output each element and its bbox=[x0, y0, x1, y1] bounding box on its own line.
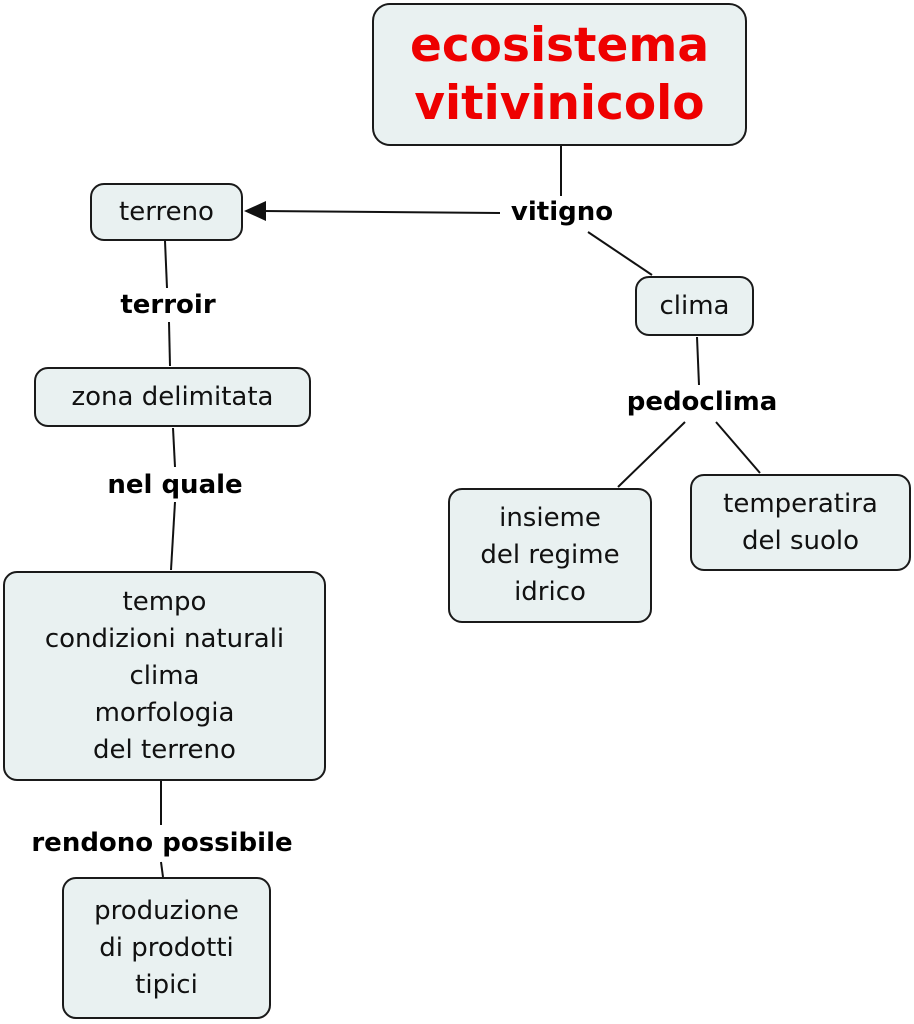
link-pedoclima-insieme bbox=[617, 421, 686, 488]
arrowhead-icon bbox=[244, 201, 266, 221]
link-terreno-terroir bbox=[164, 240, 168, 289]
node-temperatira-suolo[interactable]: temperatira del suolo bbox=[690, 474, 911, 571]
node-zona-delimitata[interactable]: zona delimitata bbox=[34, 367, 311, 427]
node-terreno[interactable]: terreno bbox=[90, 183, 243, 241]
node-clima[interactable]: clima bbox=[635, 276, 754, 336]
link-clima-pedoclima bbox=[696, 336, 700, 386]
link-zona-nelquale bbox=[172, 427, 176, 468]
link-vitigno-clima bbox=[587, 231, 653, 276]
link-terroir-zona bbox=[168, 321, 171, 367]
link-label-terroir: terroir bbox=[116, 290, 220, 320]
node-ecosistema-vitivinicolo[interactable]: ecosistema vitivinicolo bbox=[372, 3, 747, 146]
node-produzione[interactable]: produzione di prodotti tipici bbox=[62, 877, 271, 1019]
link-pedoclima-temperatira bbox=[715, 421, 761, 474]
link-label-nel-quale: nel quale bbox=[103, 470, 247, 500]
link-rendono-produzione bbox=[160, 861, 164, 878]
link-label-rendono-possibile: rendono possibile bbox=[27, 828, 297, 858]
node-insieme-regime-idrico[interactable]: insieme del regime idrico bbox=[448, 488, 652, 623]
link-label-vitigno: vitigno bbox=[506, 197, 618, 227]
link-nelquale-tempo bbox=[170, 501, 176, 571]
link-vitigno-terreno bbox=[261, 210, 501, 214]
node-tempo-condizioni[interactable]: tempo condizioni naturali clima morfolog… bbox=[3, 571, 326, 781]
link-label-pedoclima: pedoclima bbox=[622, 387, 782, 417]
